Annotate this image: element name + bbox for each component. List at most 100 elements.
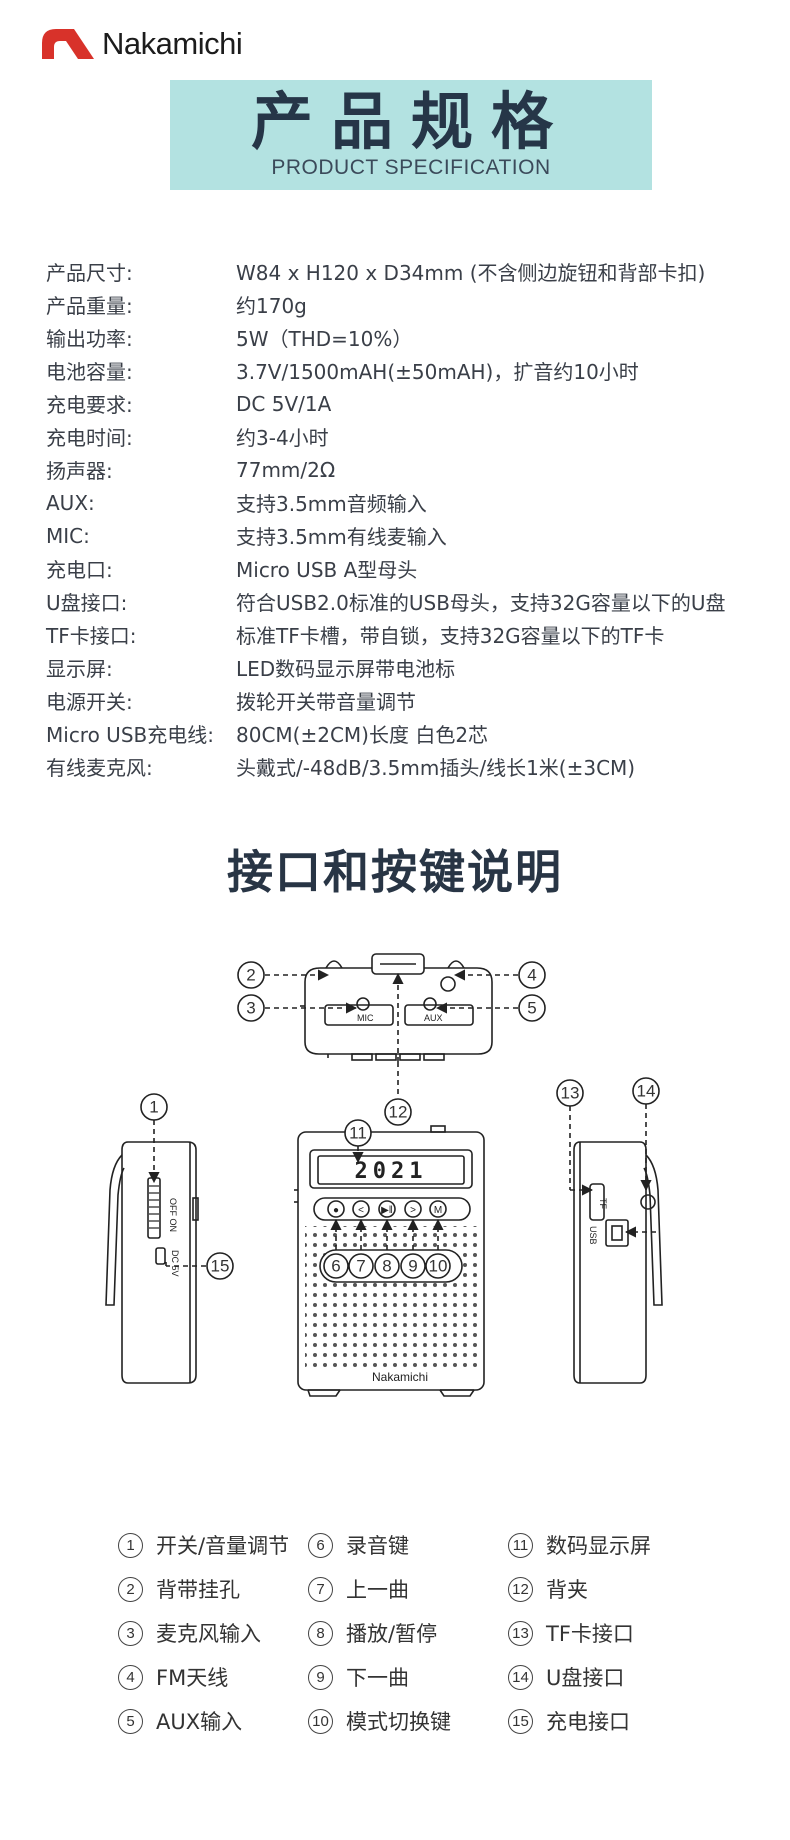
brand-logo: Nakamichi xyxy=(40,24,243,64)
legend-text: 开关/音量调节 xyxy=(156,1534,290,1558)
right-side-view xyxy=(573,1141,663,1384)
spec-row: 产品重量:约170g xyxy=(46,288,766,321)
callout-6: 6 xyxy=(331,1257,340,1276)
next-icon: > xyxy=(410,1205,416,1216)
spec-label: Micro USB充电线: xyxy=(46,723,214,747)
legend-number-badge: 2 xyxy=(118,1576,143,1602)
callout-7: 7 xyxy=(356,1257,365,1276)
spec-row: 充电要求:DC 5V/1A xyxy=(46,387,766,420)
spec-row: 充电时间: 约3-4小时 xyxy=(46,420,766,453)
page-title: 产品规格 xyxy=(250,85,571,158)
play-pause-icon: ▶‖ xyxy=(381,1205,393,1216)
spec-label: 产品尺寸: xyxy=(46,261,133,285)
spec-value: 支持3.5mm音频输入 xyxy=(236,492,427,516)
spec-value: 标准TF卡槽，带自锁，支持32G容量以下的TF卡 xyxy=(236,624,665,648)
spec-label: 充电时间: xyxy=(46,426,133,450)
top-view xyxy=(300,953,493,1061)
spec-label: 充电要求: xyxy=(46,393,133,417)
legend-item: 3 麦克风输入 xyxy=(118,1616,261,1650)
legend-text: 模式切换键 xyxy=(346,1710,451,1734)
spec-value: 80CM(±2CM)长度 白色2芯 xyxy=(236,723,489,747)
page-subtitle: PRODUCT SPECIFICATION xyxy=(271,156,551,179)
spec-value: W84 x H120 x D34mm (不含侧边旋钮和背部卡扣) xyxy=(236,261,706,285)
display-readout: 2021 xyxy=(355,1159,428,1184)
spec-table: 产品尺寸: W84 x H120 x D34mm (不含侧边旋钮和背部卡扣) 产品重… xyxy=(46,255,766,783)
spec-row: 显示屏: LED数码显示屏带电池标 xyxy=(46,651,766,684)
callout-15: 15 xyxy=(211,1257,230,1276)
spec-label: 电源开关: xyxy=(46,690,133,714)
dc-port-label: DC 5V xyxy=(170,1250,180,1277)
aux-port-label: AUX xyxy=(424,1013,443,1023)
spec-row: Micro USB充电线: 80CM(±2CM)长度 白色2芯 xyxy=(46,717,766,750)
callout-3: 3 xyxy=(246,999,255,1018)
callout-11: 11 xyxy=(349,1124,367,1143)
spec-value: 支持3.5mm有线麦输入 xyxy=(236,525,447,549)
spec-row: 电源开关: 拨轮开关带音量调节 xyxy=(46,684,766,717)
callout-5: 5 xyxy=(527,999,536,1018)
spec-label: 扬声器: xyxy=(46,459,113,483)
spec-label: MIC: xyxy=(46,523,90,548)
left-side-view xyxy=(105,1141,199,1384)
spec-row: 扬声器: 77mm/2Ω xyxy=(46,453,766,486)
spec-row: TF卡接口:标准TF卡槽，带自锁，支持32G容量以下的TF卡 xyxy=(46,618,766,651)
legend-text: TF卡接口 xyxy=(546,1622,634,1646)
spec-value: 3.7V/1500mAH(±50mAH)，扩音约10小时 xyxy=(236,360,639,384)
legend-number-badge: 3 xyxy=(118,1620,143,1646)
mode-icon: M xyxy=(434,1205,442,1216)
spec-value: 约3-4小时 xyxy=(236,426,329,450)
legend-number-badge: 9 xyxy=(308,1664,333,1690)
spec-label: 显示屏: xyxy=(46,657,113,681)
spec-label: 输出功率: xyxy=(46,327,133,351)
spec-value: 约170g xyxy=(236,294,307,318)
spec-value: 拨轮开关带音量调节 xyxy=(236,690,416,714)
callout-4: 4 xyxy=(527,966,536,985)
mic-icon: ● xyxy=(333,1205,339,1216)
spec-value: 5W（THD=10%） xyxy=(236,327,413,351)
product-diagram: MIC AUX OFF ON DC 5V TF USB 2021 Nakamic… xyxy=(0,950,790,1470)
mic-port-label: MIC xyxy=(357,1013,374,1023)
spec-value: 头戴式/-48dB/3.5mm插头/线长1米(±3CM) xyxy=(236,756,636,780)
legend-number-badge: 10 xyxy=(308,1708,333,1734)
legend-number-badge: 15 xyxy=(508,1708,533,1734)
legend-text: 上一曲 xyxy=(346,1578,409,1602)
spec-value: LED数码显示屏带电池标 xyxy=(236,657,456,681)
legend-text: 麦克风输入 xyxy=(156,1622,261,1646)
brand-name: Nakamichi xyxy=(102,26,243,61)
spec-row: 输出功率: 5W（THD=10%） xyxy=(46,321,766,354)
spec-label: 充电口: xyxy=(46,558,113,582)
callout-12: 12 xyxy=(389,1103,408,1122)
callout-10: 10 xyxy=(429,1257,448,1276)
prev-icon: < xyxy=(358,1205,364,1216)
spec-value: 77mm/2Ω xyxy=(236,457,336,482)
legend-number-badge: 13 xyxy=(508,1620,533,1646)
spec-value: 符合USB2.0标准的USB母头，支持32G容量以下的U盘 xyxy=(236,591,726,615)
front-logo-text: Nakamichi xyxy=(372,1370,428,1384)
switch-label: OFF ON xyxy=(168,1198,178,1232)
spec-row: 产品尺寸: W84 x H120 x D34mm (不含侧边旋钮和背部卡扣) xyxy=(46,255,766,288)
spec-row: 电池容量: 3.7V/1500mAH(±50mAH)，扩音约10小时 xyxy=(46,354,766,387)
legend-number-badge: 6 xyxy=(308,1532,333,1558)
legend-number-badge: 4 xyxy=(118,1664,143,1690)
spec-label: 电池容量: xyxy=(46,360,133,384)
legend-item: 10 模式切换键 xyxy=(308,1704,451,1738)
legend-item: 13 TF卡接口 xyxy=(508,1616,634,1650)
usb-slot-label: USB xyxy=(588,1226,598,1245)
callout-13: 13 xyxy=(561,1084,580,1103)
legend-number-badge: 11 xyxy=(508,1532,533,1558)
legend-text: 录音键 xyxy=(346,1534,409,1558)
spec-row: 充电口:Micro USB A型母头 xyxy=(46,552,766,585)
legend-item: 1 开关/音量调节 xyxy=(118,1528,289,1562)
legend-number-badge: 1 xyxy=(118,1532,143,1558)
spec-label: U盘接口: xyxy=(46,591,128,615)
legend-item: 6 录音键 xyxy=(308,1528,409,1562)
